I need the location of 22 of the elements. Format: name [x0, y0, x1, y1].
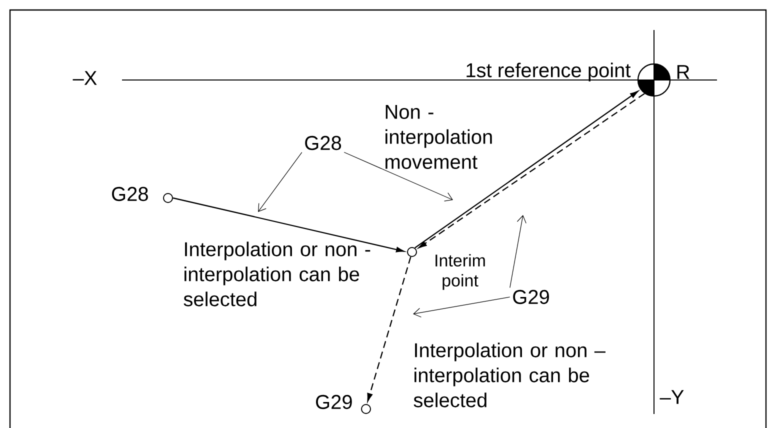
note-text: Interpolation or non - interpolation can be selected: [184, 242, 370, 306]
leader-arrow: [413, 296, 510, 318]
dashed-arrow: [367, 256, 412, 402]
note-text: –X: [72, 71, 97, 85]
note-text: Interpolation or non – interpolation can be selected: [414, 342, 606, 408]
point-label: Interim point: [436, 254, 485, 290]
leader-arrow: [510, 215, 526, 288]
point-circle: [407, 247, 417, 257]
arrow: [172, 197, 404, 252]
point-label: G28: [112, 186, 148, 202]
point-label: G29: [316, 394, 352, 410]
point-circle: [163, 193, 173, 203]
callout-label: G28: [305, 136, 342, 150]
callout-label: G29: [513, 290, 549, 304]
leader-arrow: [344, 152, 453, 202]
point-label: 1st reference point: [466, 62, 631, 82]
point-circle: [361, 404, 371, 414]
note-text: Non - interpolation movement: [386, 105, 492, 169]
reference-point-symbol: [637, 63, 671, 97]
note-text: –Y: [660, 390, 684, 404]
point-label: R: [677, 65, 690, 79]
leader-arrow: [258, 152, 302, 212]
